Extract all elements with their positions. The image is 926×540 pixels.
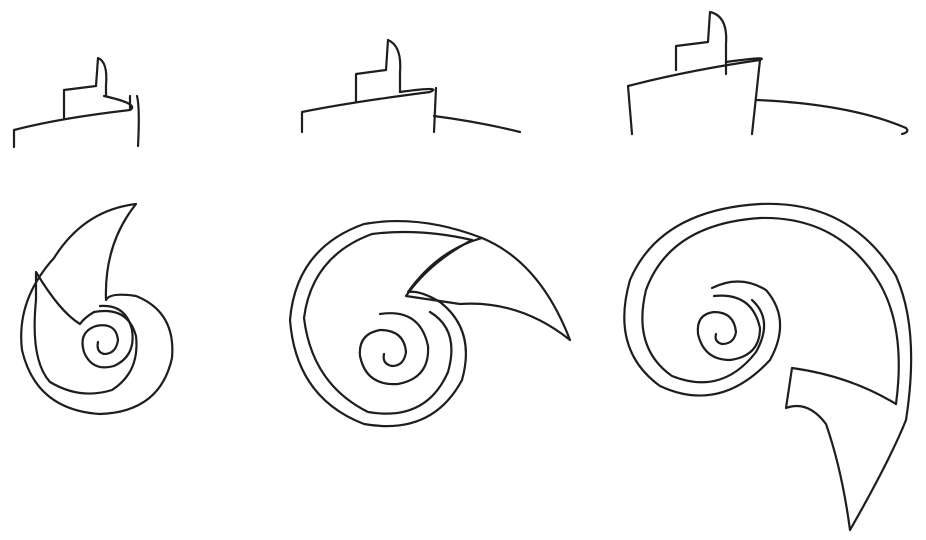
- stage-2-new-growth: [406, 238, 570, 340]
- stage-1-top-view: [21, 204, 172, 414]
- stage-3-spiral-core: [698, 296, 760, 360]
- stage-1-outer-wall: [14, 96, 139, 147]
- stage-3-extension: [756, 100, 907, 134]
- stage-3: [624, 12, 911, 530]
- stage-1-spiral-opening: [21, 204, 172, 414]
- stage-3-side-view: [628, 12, 907, 134]
- stage-3-inner-coil: [676, 12, 726, 74]
- stage-2-side-view: [302, 40, 520, 132]
- stage-2-spiral-core: [360, 313, 428, 384]
- stage-2-shell-inner: [304, 232, 472, 414]
- stage-3-shell-outer: [624, 204, 911, 420]
- stage-2: [290, 40, 570, 426]
- stage-2-top-view: [290, 221, 570, 426]
- stage-1-inner-coil: [64, 58, 106, 118]
- stage-2-extension: [434, 116, 520, 132]
- stage-2-outer-wall: [302, 88, 436, 132]
- stage-3-shell-inner: [642, 218, 898, 404]
- stage-2-inner-coil: [356, 40, 400, 102]
- stage-1: [14, 58, 172, 414]
- stage-3-outer-wall: [628, 58, 762, 134]
- stage-3-new-growth: [786, 368, 906, 530]
- stage-1-side-view: [14, 58, 139, 147]
- stage-3-top-view: [624, 204, 911, 530]
